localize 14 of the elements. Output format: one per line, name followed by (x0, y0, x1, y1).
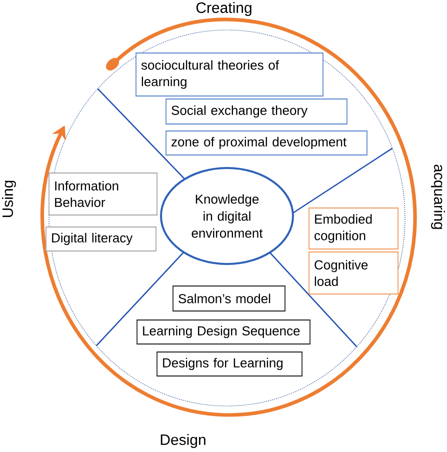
phase-label: Design (160, 434, 206, 448)
concept-box: Social exchange theory (166, 98, 348, 124)
concept-box: sociocultural theories of learning (136, 52, 324, 96)
concept-box: Information Behavior (48, 172, 158, 216)
concept-box: Salmon’s model (172, 286, 286, 312)
concept-box: Designs for Learning (156, 352, 302, 376)
concept-box: Cognitive load (308, 252, 398, 294)
phase-label: Using (2, 180, 16, 217)
concept-box: Learning Design Sequence (136, 320, 310, 344)
concept-box: zone of proximal development (166, 130, 368, 156)
phase-label: acquaring (431, 164, 445, 229)
phase-label: Creating (196, 2, 252, 16)
concept-box: Digital literacy (46, 226, 156, 252)
concept-box: Embodied cognition (308, 208, 398, 250)
